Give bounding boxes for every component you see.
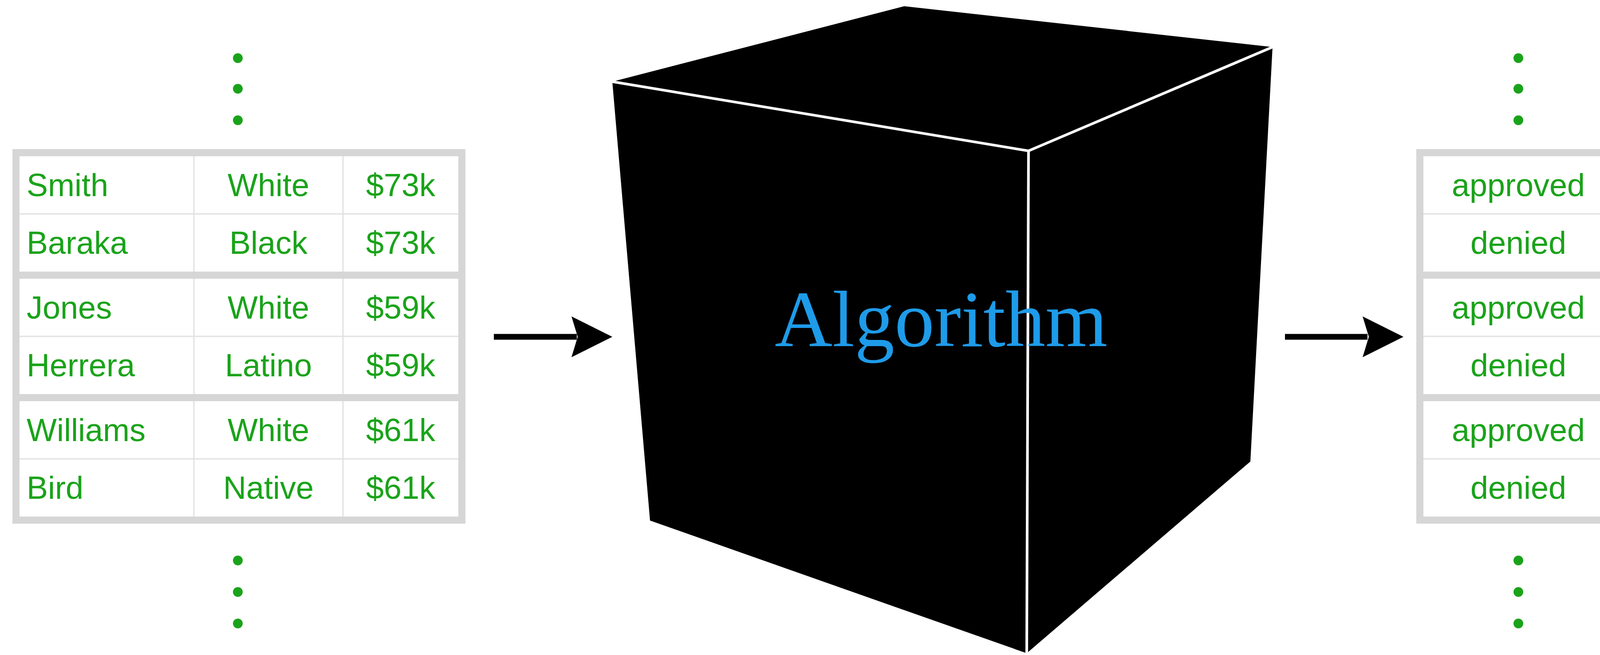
flow-arrow [1284, 316, 1404, 358]
race-cell: Native [223, 471, 314, 504]
name-cell: Herrera [26, 349, 135, 382]
race-cell: White [227, 169, 310, 201]
income-cell: $73k [366, 226, 436, 259]
race-cell: White [227, 413, 310, 446]
name-cell: Smith [26, 169, 109, 201]
race-cell: Black [229, 226, 308, 259]
decision-cell: approved [1451, 413, 1585, 446]
income-cell: $73k [366, 169, 436, 201]
decision-cell: denied [1470, 471, 1567, 504]
decision-cell: denied [1470, 226, 1567, 259]
income-cell: $59k [366, 291, 436, 324]
name-cell: Jones [26, 291, 112, 324]
income-cell: $61k [366, 471, 436, 504]
income-cell: $61k [366, 413, 436, 446]
income-cell: $59k [366, 349, 436, 382]
decision-cell: denied [1470, 349, 1567, 382]
race-cell: Latino [224, 349, 312, 382]
decision-cell: approved [1451, 291, 1585, 324]
name-cell: Bird [26, 471, 84, 504]
name-cell: Baraka [26, 226, 128, 259]
black-box-cube [612, 6, 1273, 654]
decision-cell: approved [1451, 169, 1585, 201]
output-table [1416, 149, 1600, 524]
flow-arrow [493, 316, 613, 358]
input-table [12, 149, 466, 524]
name-cell: Williams [26, 413, 146, 446]
race-cell: White [227, 291, 310, 324]
algorithm-label: Algorithm [774, 275, 1108, 364]
algorithm-box: Algorithm [765, 271, 1117, 368]
